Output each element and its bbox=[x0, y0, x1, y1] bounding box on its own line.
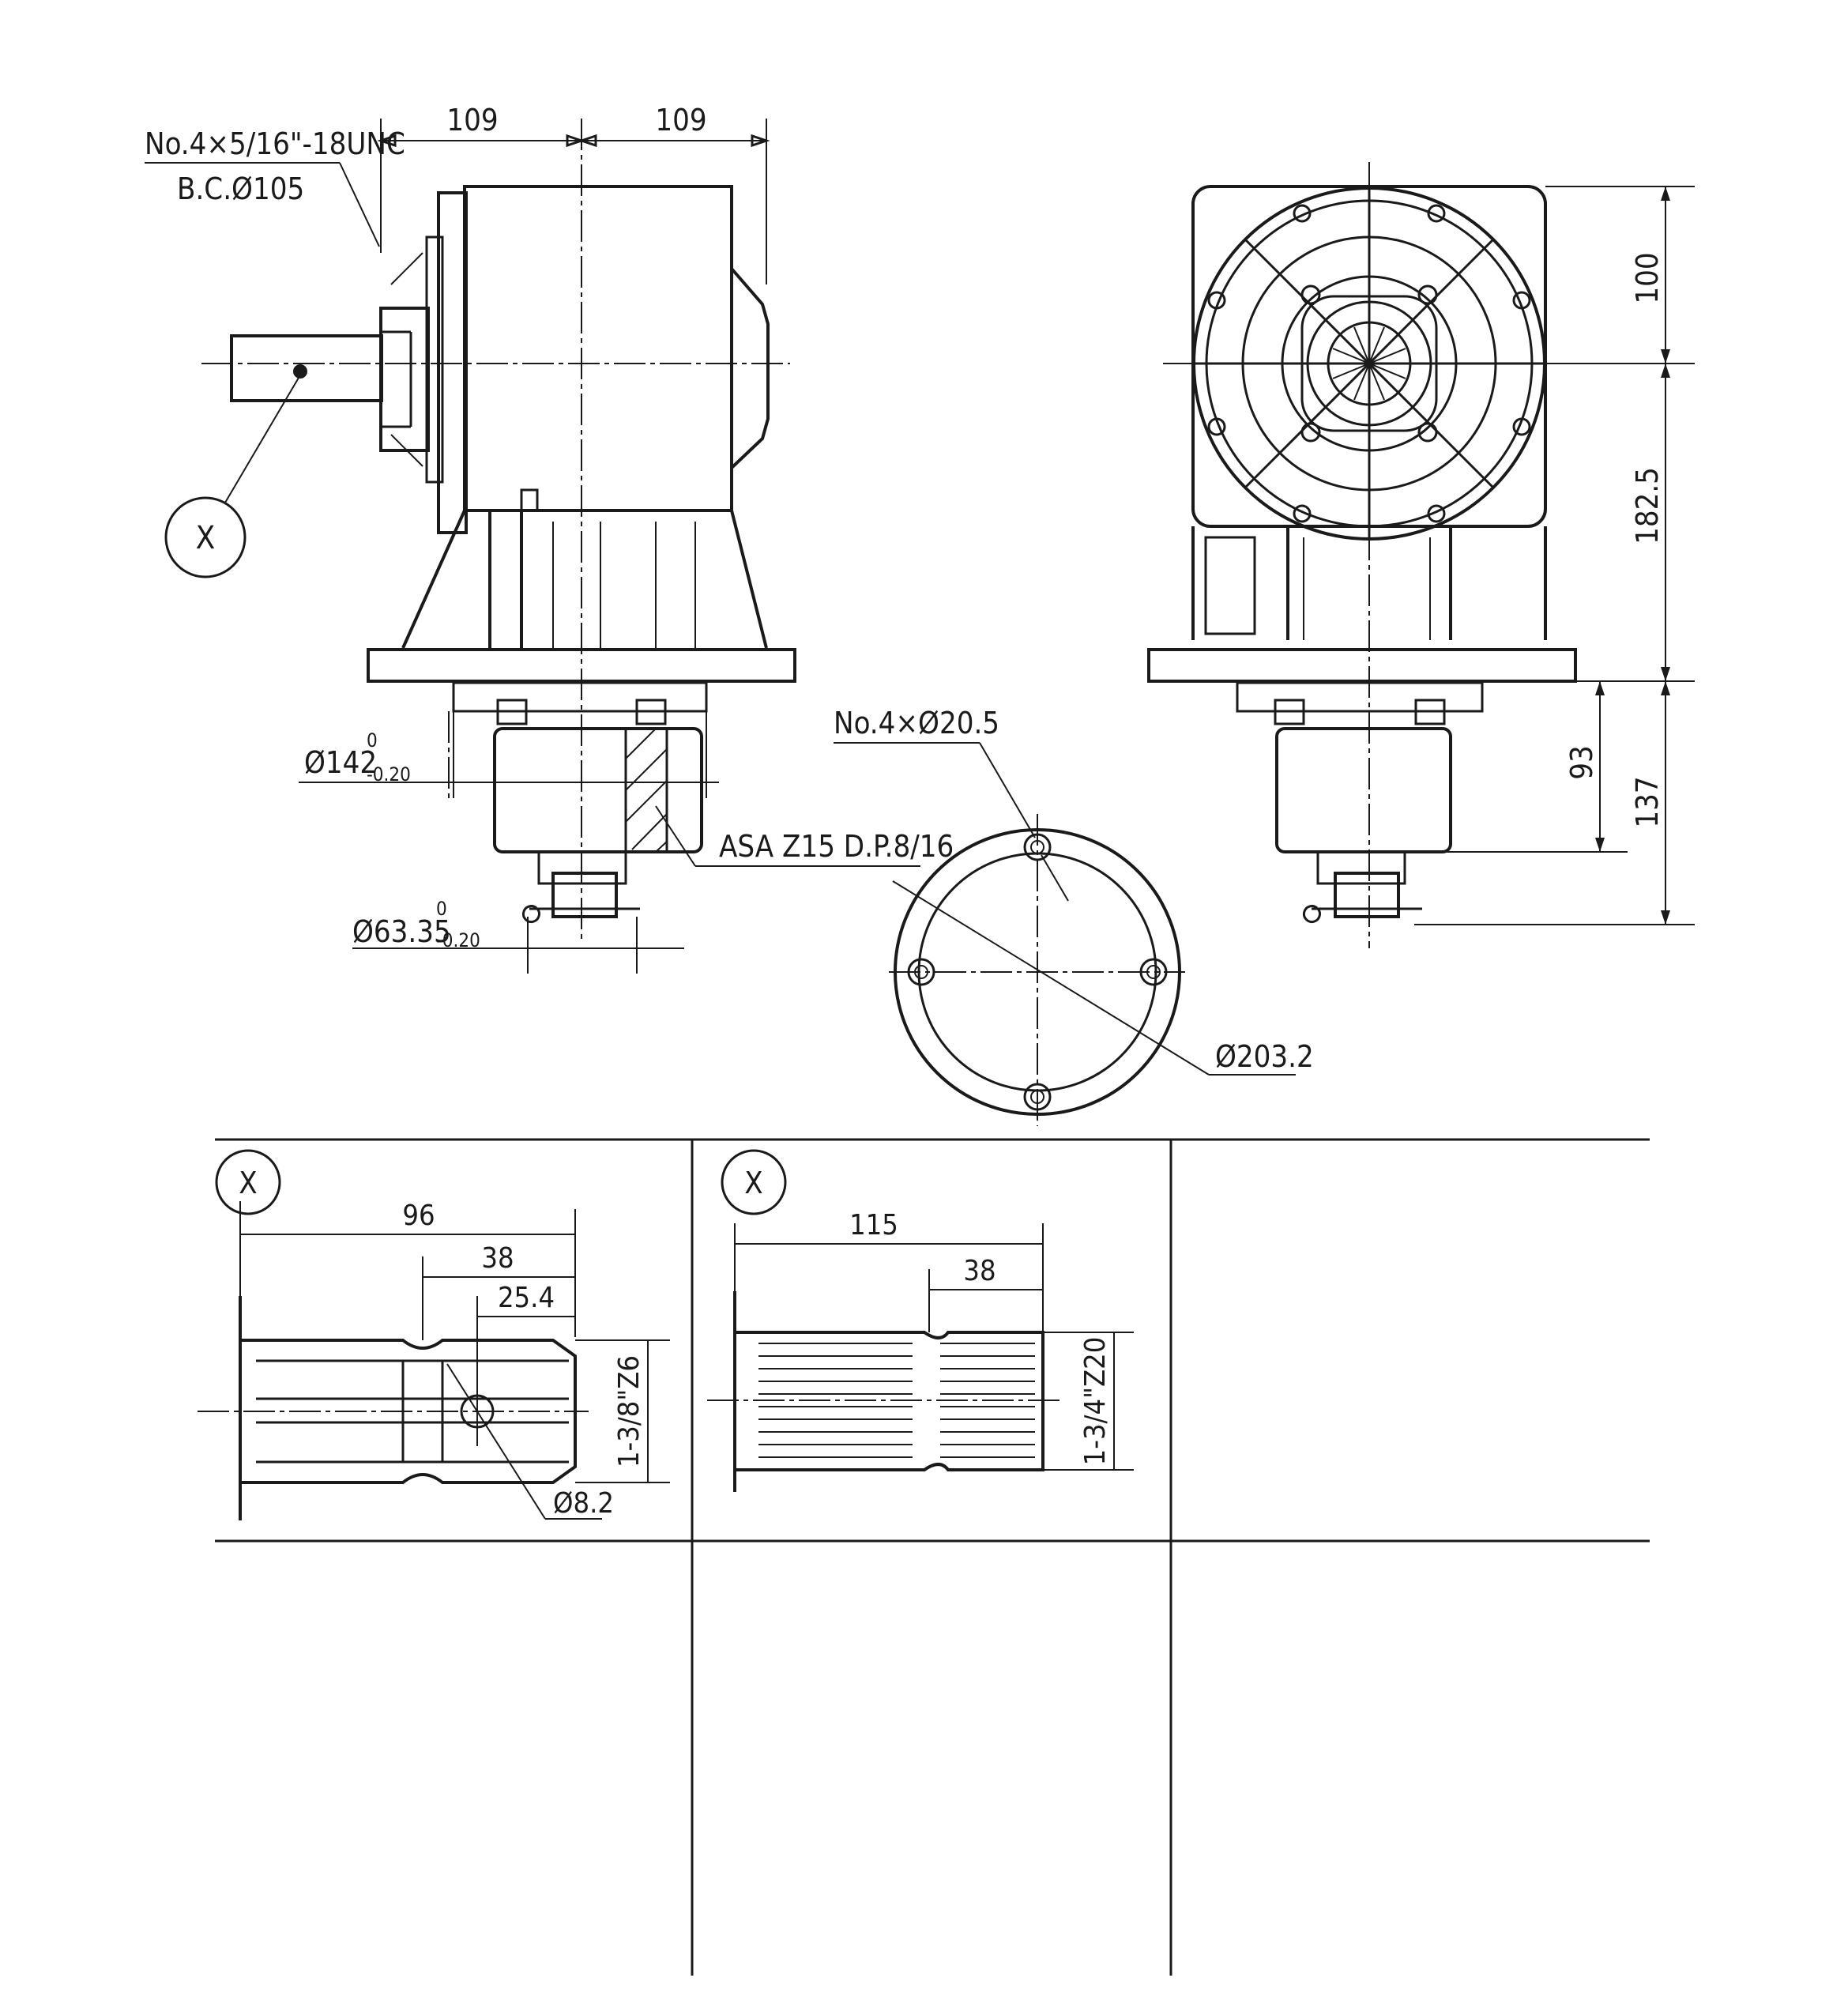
dim-gear-spec: ASA Z15 D.P.8/16 bbox=[719, 829, 954, 864]
dim-spigot-tol-upper: 0 bbox=[367, 729, 378, 752]
z20-groove-offset: 38 bbox=[963, 1255, 996, 1287]
side-housing bbox=[463, 185, 733, 512]
dim-height-mid: 182.5 bbox=[1630, 467, 1665, 544]
side-output-shaft bbox=[551, 872, 618, 918]
detail-table-grid bbox=[215, 1138, 1650, 1976]
front-base-plate bbox=[1147, 648, 1577, 683]
dim-holes-spec: No.4×Ø20.5 bbox=[834, 706, 999, 740]
side-input-shaft bbox=[230, 334, 383, 402]
z6-hole-dia: Ø8.2 bbox=[553, 1487, 614, 1520]
z6-hole-offset: 25.4 bbox=[498, 1282, 555, 1314]
detail-x-z20: X 115 38 1-3/4"Z20 bbox=[707, 1149, 1134, 1492]
side-output-hub bbox=[493, 727, 703, 853]
z6-groove-offset: 38 bbox=[481, 1242, 514, 1275]
side-view bbox=[201, 119, 796, 940]
callout-x-z6 bbox=[215, 1149, 281, 1215]
dim-spigot-dia: Ø142 bbox=[304, 745, 377, 780]
side-neck bbox=[401, 510, 768, 649]
side-shaft-hole bbox=[293, 364, 307, 379]
side-bearing-housing bbox=[379, 307, 430, 452]
side-view-dimensions: 109 109 No.4×5/16"-18UNC B.C.Ø105 X Ø142… bbox=[145, 103, 954, 974]
front-view bbox=[1147, 162, 1580, 948]
front-output-shaft bbox=[1334, 872, 1400, 918]
dim-pilot-tol-lower: -0.20 bbox=[436, 929, 480, 951]
z20-overall-length: 115 bbox=[849, 1209, 898, 1241]
z20-shaft-spec: 1-3/4"Z20 bbox=[1079, 1337, 1112, 1466]
dim-right-half-width: 109 bbox=[655, 103, 706, 138]
dim-unc-bolt-circle: B.C.Ø105 bbox=[177, 171, 304, 206]
dim-spigot-tol-lower: -0.20 bbox=[367, 763, 411, 785]
dim-height-137: 137 bbox=[1630, 776, 1665, 827]
callout-x-main-label: X bbox=[196, 520, 216, 556]
dim-left-half-width: 109 bbox=[446, 103, 498, 138]
callout-x-z6-label: X bbox=[239, 1166, 257, 1200]
callout-x-main bbox=[164, 496, 247, 578]
dim-pilot-dia: Ø63.35 bbox=[352, 914, 451, 949]
front-view-dimensions: 100 182.5 93 137 bbox=[1414, 186, 1695, 925]
callout-x-z20 bbox=[721, 1149, 787, 1215]
gear-section-hatch bbox=[624, 727, 668, 853]
front-nameplate bbox=[1204, 536, 1256, 635]
dim-height-top: 100 bbox=[1630, 252, 1665, 303]
side-end-cap bbox=[730, 267, 770, 469]
detail-x-z6: X 96 38 25.4 1-3/8"Z6 Ø8.2 bbox=[198, 1149, 670, 1520]
dim-pilot-tol-upper: 0 bbox=[436, 898, 447, 920]
z6-overall-length: 96 bbox=[402, 1200, 435, 1232]
front-output-hub bbox=[1275, 727, 1452, 853]
z6-shaft-spec: 1-3/8"Z6 bbox=[613, 1355, 645, 1467]
dim-flange-dia: Ø203.2 bbox=[1215, 1039, 1314, 1074]
dim-unc-thread: No.4×5/16"-18UNC bbox=[145, 126, 405, 161]
callout-x-z20-label: X bbox=[744, 1166, 762, 1200]
flange-dimensions: No.4×Ø20.5 Ø203.2 bbox=[834, 706, 1314, 1076]
dim-height-93: 93 bbox=[1564, 745, 1599, 780]
